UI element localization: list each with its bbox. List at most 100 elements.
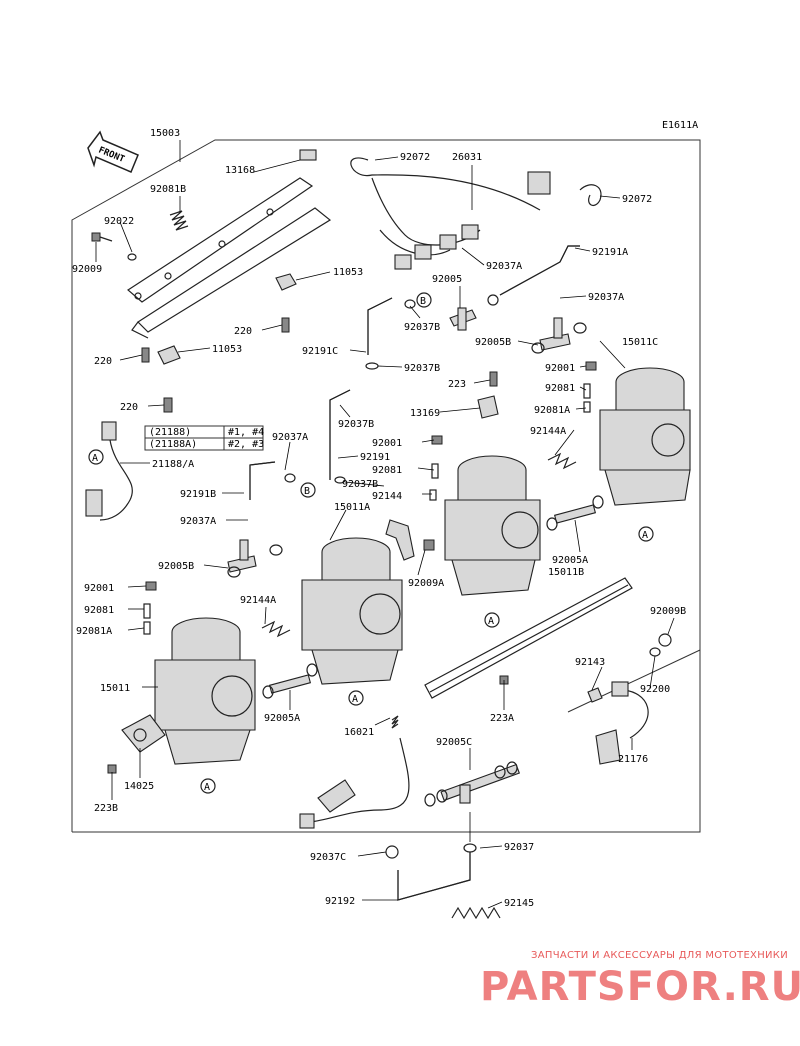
part-label: 92081: [545, 383, 575, 394]
part-label: 92072: [622, 194, 652, 205]
sensor-code: (21188A): [149, 439, 197, 450]
watermark-logo: PARTSFOR.RU: [480, 964, 800, 1010]
part-label: 92191A: [592, 247, 628, 258]
part-label: 11053: [333, 267, 363, 278]
part-label: 21176: [618, 754, 648, 765]
part-label: 92022: [104, 216, 134, 227]
part-label: 92200: [640, 684, 670, 695]
sensor-icon: [587, 633, 672, 765]
part-label: 92009A: [408, 578, 444, 589]
part-label: 14025: [124, 781, 154, 792]
part-label: 92037A: [486, 261, 522, 272]
part-label: 26031: [452, 152, 482, 163]
part-label: 92144A: [240, 595, 276, 606]
part-label: 92145: [504, 898, 534, 909]
part-label: 92037: [504, 842, 534, 853]
bolt-icon: [141, 317, 290, 413]
marker-b-icon: B B: [300, 292, 432, 498]
part-label: 223B: [94, 803, 118, 814]
part-label: 92005C: [436, 737, 472, 748]
part-label: 92037B: [342, 479, 378, 490]
part-labels: 15003 13168 92081B 92022 92009 11053 220…: [72, 128, 686, 909]
front-arrow-icon: FRONT: [87, 130, 139, 173]
clamp-icon: [157, 273, 297, 365]
part-label: 15011: [100, 683, 130, 694]
part-label: 92072: [400, 152, 430, 163]
fuel-joint-icon: [424, 761, 521, 807]
part-label: 92143: [575, 657, 605, 668]
watermark-tagline: ЗАПЧАСТИ И АКСЕССУАРЫ ДЛЯ МОТОТЕХНИКИ: [531, 950, 788, 961]
part-label: 220: [234, 326, 252, 337]
sensor-table: (21188) #1, #4 (21188A) #2, #3: [144, 425, 264, 451]
part-label: 92037B: [338, 419, 374, 430]
carburetor-body-icon: [154, 367, 691, 765]
marker-a-icon: A A A A A: [88, 449, 654, 794]
assembly-frame: [71, 139, 701, 833]
marker-a: A: [642, 530, 648, 541]
part-label: 92081A: [76, 626, 112, 637]
part-label: 92005A: [552, 555, 588, 566]
cable-clamp-icon: [579, 184, 602, 207]
screw-icon: [91, 232, 137, 261]
hose-icon: [385, 843, 477, 901]
bracket-icon: [385, 395, 499, 561]
hose-icon: [365, 297, 416, 370]
wiring-harness-icon: [350, 157, 551, 270]
part-label: 92081A: [534, 405, 570, 416]
part-label: 92037C: [310, 852, 346, 863]
marker-a: A: [488, 616, 494, 627]
part-label: 220: [94, 356, 112, 367]
part-label: 92037B: [404, 322, 440, 333]
marker-b: B: [304, 486, 310, 497]
part-label: 92037A: [180, 516, 216, 527]
spring-icon: [143, 383, 591, 638]
part-label: 92037A: [588, 292, 624, 303]
spring-icon: [169, 210, 189, 231]
part-label: 223: [448, 379, 466, 390]
part-label: 15011C: [622, 337, 658, 348]
part-label: 92144A: [530, 426, 566, 437]
part-label: 92191B: [180, 489, 216, 500]
part-label: 11053: [212, 344, 242, 355]
diagram-code: E1611A: [662, 120, 698, 131]
marker-b: B: [420, 296, 426, 307]
part-label: 92001: [372, 438, 402, 449]
marker-a: A: [92, 453, 98, 464]
link-plate-icon: [424, 577, 633, 699]
fuel-rail-bracket-icon: [127, 149, 332, 339]
part-label: 92005B: [158, 561, 194, 572]
part-label: 92081: [372, 465, 402, 476]
part-label: 92081B: [150, 184, 186, 195]
part-label: 92191C: [302, 346, 338, 357]
part-label: 15011B: [548, 567, 584, 578]
marker-a: A: [204, 782, 210, 793]
hose-icon: [249, 461, 296, 500]
part-label: 92001: [84, 583, 114, 594]
part-label: 16021: [344, 727, 374, 738]
part-label: 15011A: [334, 502, 370, 513]
part-label: 92037B: [404, 363, 440, 374]
marker-a: A: [352, 694, 358, 705]
part-label: 92081: [84, 605, 114, 616]
part-label: 21188/A: [152, 459, 194, 470]
part-label: 92192: [325, 896, 355, 907]
part-label: 13169: [410, 408, 440, 419]
part-label: 13168: [225, 165, 255, 176]
part-label: 92005: [432, 274, 462, 285]
assembly-inner-frame: [567, 649, 701, 713]
part-label: 92009B: [650, 606, 686, 617]
hose-icon: [487, 245, 580, 306]
sensor-icon: [85, 421, 133, 521]
part-label: 92001: [545, 363, 575, 374]
sensor-cylinders: #2, #3: [228, 439, 264, 450]
fitting-icon: [227, 495, 604, 699]
part-label: 92005B: [475, 337, 511, 348]
leader-lines: [95, 140, 675, 909]
part-label: 223A: [490, 713, 514, 724]
sensor-cylinders: #1, #4: [228, 427, 264, 438]
spring-icon: [451, 906, 501, 920]
fitting-icon: [449, 307, 587, 354]
part-label: 92005A: [264, 713, 300, 724]
hose-icon: [329, 389, 351, 484]
